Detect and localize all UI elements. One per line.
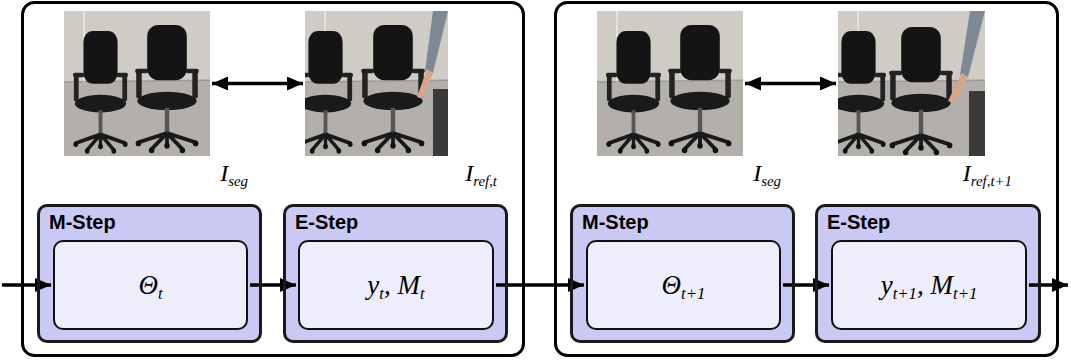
step-title: M-Step <box>582 210 649 234</box>
math-label: yt, Mt <box>367 270 424 300</box>
image-node: Iref,t <box>305 11 448 156</box>
iteration-frame <box>556 3 1058 356</box>
entry-arrow <box>2 283 51 287</box>
image-caption: Iref,t <box>465 160 497 186</box>
step-box: M-StepΘt <box>37 204 262 343</box>
math-box: yt, Mt <box>298 240 494 330</box>
double-arrow <box>745 82 836 86</box>
image-node: Iseg <box>597 11 743 156</box>
flow-arrow <box>783 283 829 287</box>
math-label: yt+1, Mt+1 <box>881 270 978 300</box>
step-title: E-Step <box>827 210 890 234</box>
double-arrow <box>212 82 303 86</box>
math-label: Θt <box>138 270 162 300</box>
flow-arrow <box>250 283 296 287</box>
photo <box>597 11 757 156</box>
step-title: E-Step <box>295 210 358 234</box>
iteration-frame <box>23 3 524 356</box>
photo <box>298 11 465 156</box>
exit-arrow <box>1029 283 1068 287</box>
step-box: M-StepΘt+1 <box>570 204 795 343</box>
math-box: Θt <box>53 240 248 330</box>
image-caption: Iseg <box>753 160 781 186</box>
photo <box>64 11 224 156</box>
math-label: Θt+1 <box>662 270 706 300</box>
image-caption: Iref,t+1 <box>963 160 1012 186</box>
step-ground <box>817 206 1040 342</box>
step-ground <box>285 206 507 342</box>
math-box: Θt+1 <box>586 240 781 330</box>
step-box: E-Step yt+1, Mt+1 <box>815 204 1041 343</box>
math-box: yt+1, Mt+1 <box>831 240 1027 330</box>
step-ground <box>39 206 261 342</box>
image-caption: Iseg <box>220 160 248 186</box>
step-ground <box>572 206 794 342</box>
image-node: Iref,t+1 <box>838 11 985 156</box>
photo <box>831 11 998 156</box>
step-title: M-Step <box>49 210 116 234</box>
image-node: Iseg <box>64 11 210 156</box>
step-box: E-Step yt, Mt <box>283 204 508 343</box>
